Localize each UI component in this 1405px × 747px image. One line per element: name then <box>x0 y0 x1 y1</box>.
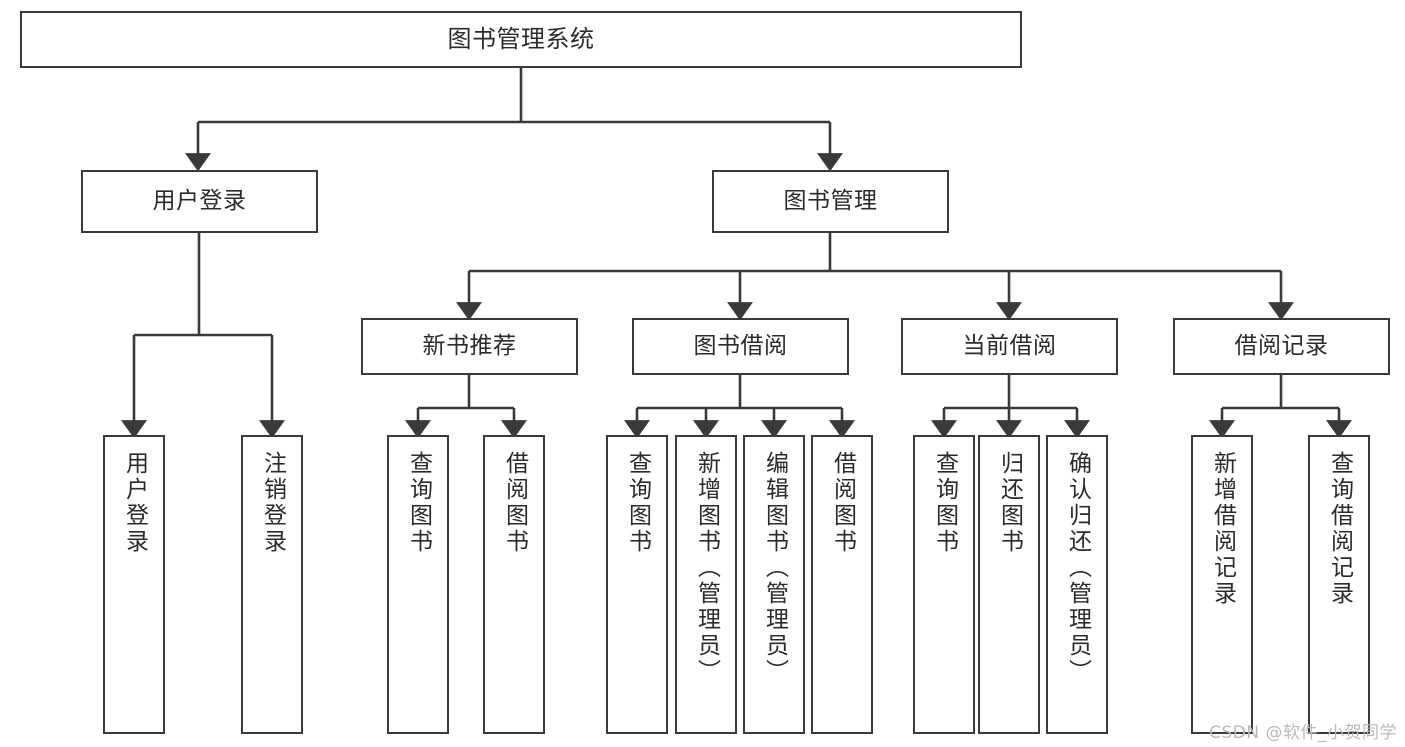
node-label: 新增图书（管理员） <box>693 451 720 685</box>
leaf-book-borrow-add[interactable]: 新增图书（管理员） <box>675 435 737 734</box>
leaf-new-book-query[interactable]: 查询图书 <box>387 435 449 734</box>
node-label: 新增借阅记录 <box>1209 451 1236 607</box>
node-label: 确认归还（管理员） <box>1064 451 1091 685</box>
node-borrow-record[interactable]: 借阅记录 <box>1173 318 1390 375</box>
leaf-user-login-signout[interactable]: 注销登录 <box>241 435 303 734</box>
leaf-borrow-record-add[interactable]: 新增借阅记录 <box>1191 435 1253 734</box>
node-current-borrow[interactable]: 当前借阅 <box>901 318 1118 375</box>
node-label: 编辑图书（管理员） <box>761 451 788 685</box>
node-book-management[interactable]: 图书管理 <box>712 170 949 233</box>
leaf-new-book-borrow[interactable]: 借阅图书 <box>483 435 545 734</box>
leaf-book-borrow-lend[interactable]: 借阅图书 <box>811 435 873 734</box>
node-label: 借阅记录 <box>1234 332 1329 359</box>
leaf-user-login-signin[interactable]: 用户登录 <box>103 435 165 734</box>
leaf-current-borrow-return[interactable]: 归还图书 <box>978 435 1040 734</box>
node-label: 图书管理 <box>783 187 878 214</box>
node-label: 图书管理系统 <box>447 25 595 54</box>
leaf-current-borrow-confirm-return[interactable]: 确认归还（管理员） <box>1046 435 1108 734</box>
node-root-system[interactable]: 图书管理系统 <box>20 11 1022 68</box>
node-label: 查询借阅记录 <box>1326 451 1353 607</box>
leaf-current-borrow-query[interactable]: 查询图书 <box>913 435 975 734</box>
node-label: 借阅图书 <box>501 451 528 555</box>
node-label: 查询图书 <box>931 451 958 555</box>
node-new-book-recommend[interactable]: 新书推荐 <box>361 318 578 375</box>
node-user-login[interactable]: 用户登录 <box>81 170 318 233</box>
node-label: 查询图书 <box>405 451 432 555</box>
leaf-borrow-record-query[interactable]: 查询借阅记录 <box>1308 435 1370 734</box>
node-label: 新书推荐 <box>422 332 517 359</box>
node-book-borrow[interactable]: 图书借阅 <box>632 318 849 375</box>
node-label: 用户登录 <box>121 451 148 555</box>
node-label: 借阅图书 <box>829 451 856 555</box>
leaf-book-borrow-edit[interactable]: 编辑图书（管理员） <box>743 435 805 734</box>
node-label: 注销登录 <box>259 451 286 555</box>
node-label: 查询图书 <box>624 451 651 555</box>
node-label: 图书借阅 <box>693 332 788 359</box>
node-label: 当前借阅 <box>962 332 1057 359</box>
leaf-book-borrow-query[interactable]: 查询图书 <box>606 435 668 734</box>
csdn-watermark: CSDN @软件_小贺同学 <box>1209 723 1397 743</box>
node-label: 归还图书 <box>996 451 1023 555</box>
node-label: 用户登录 <box>152 187 247 214</box>
